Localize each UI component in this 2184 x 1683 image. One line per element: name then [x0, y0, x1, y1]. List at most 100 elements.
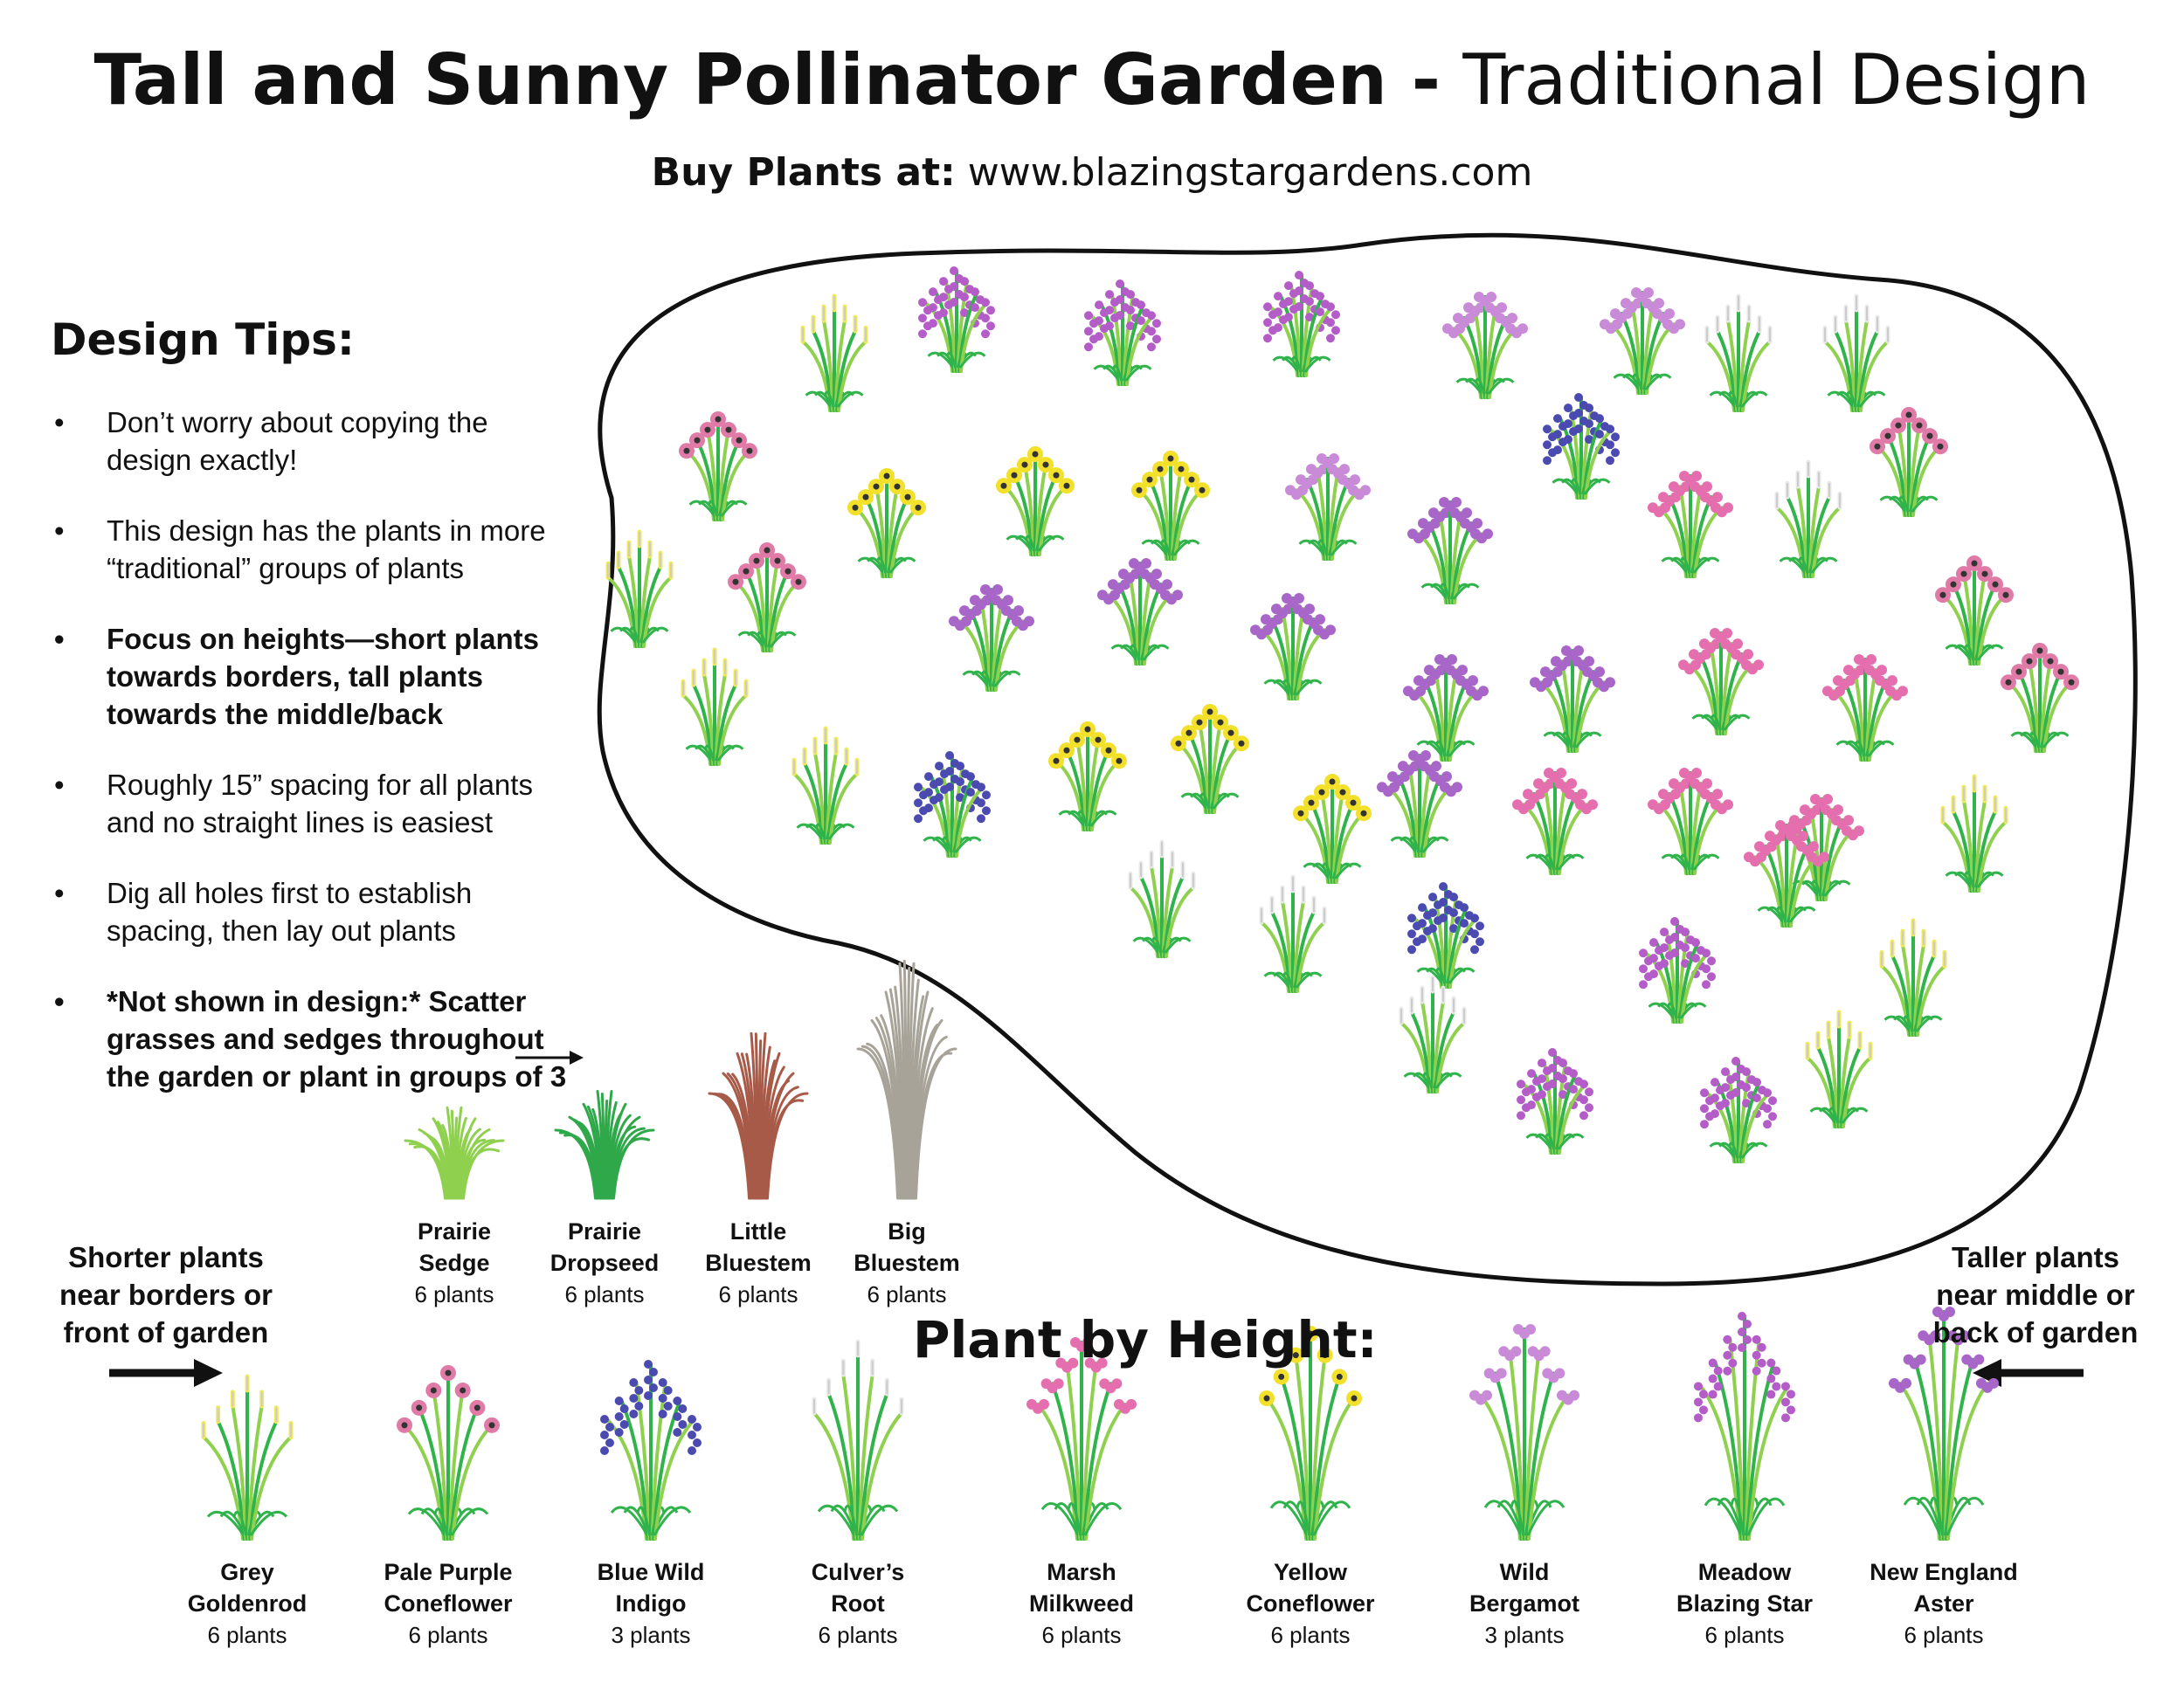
flower-center	[795, 578, 802, 585]
plant-leaf	[1727, 1142, 1739, 1159]
flower-center	[1178, 466, 1185, 472]
flower-head	[1003, 595, 1013, 606]
flower-bud	[1470, 914, 1479, 923]
flower-head	[1808, 841, 1819, 852]
flower-center	[401, 1422, 408, 1429]
flower-head	[1325, 624, 1336, 636]
grass-count: 6 plants	[564, 1281, 645, 1307]
flower-head	[1096, 1357, 1108, 1369]
blazing-star-icon	[1084, 279, 1161, 386]
flower-bud	[1595, 414, 1604, 424]
flower-bud	[1752, 1366, 1761, 1376]
plant-name: Coneflower	[1246, 1590, 1375, 1617]
flower-bud	[693, 1423, 702, 1431]
flower-bud	[1564, 435, 1572, 445]
flower-center	[2026, 658, 2033, 665]
flower-center	[1895, 422, 1902, 429]
flower-bud	[1579, 1079, 1588, 1089]
flower-bud	[1476, 921, 1484, 931]
plant-stem	[1065, 1361, 1082, 1541]
flower-head	[1304, 604, 1315, 615]
plant-leaf	[1788, 906, 1816, 923]
grass-name: Bluestem	[854, 1250, 960, 1276]
flower-bud	[658, 1410, 667, 1418]
flower-bud	[1711, 1109, 1719, 1119]
flower-bud	[1137, 316, 1145, 326]
title-main: Tall and Sunny Pollinator Garden -	[93, 39, 1441, 121]
flower-center	[715, 416, 722, 423]
plant-leaf	[1692, 556, 1720, 574]
plant-leaf	[1963, 644, 1975, 661]
flower-bud	[1787, 1390, 1795, 1399]
plant-leaf	[1199, 792, 1211, 810]
flower-head	[1930, 1330, 1941, 1342]
flower-head	[1833, 804, 1843, 816]
flower-bud	[1084, 327, 1093, 336]
plant-stem	[1165, 886, 1195, 958]
plant-leaf	[1644, 373, 1672, 390]
milkweed-icon	[1648, 471, 1733, 578]
design-tip-item: Focus on heights—short plants towards bo…	[51, 620, 575, 733]
indigo-icon	[914, 751, 991, 858]
flower-center	[430, 1387, 437, 1394]
plant-name: Culver’s	[811, 1559, 905, 1585]
flower-bud	[977, 783, 985, 792]
taller-note-line: Taller plants	[1952, 1241, 2119, 1273]
flower-bud	[1517, 1095, 1525, 1105]
flower-center	[1000, 482, 1007, 489]
flower-head	[1053, 1378, 1064, 1390]
flower-bud	[956, 762, 964, 771]
plant-leaf	[1089, 810, 1117, 827]
flower-bud	[1449, 893, 1458, 902]
flower-bud	[971, 287, 979, 297]
flower-center	[1206, 708, 1213, 715]
flower-bud	[1274, 292, 1282, 301]
flower-bud	[1326, 302, 1335, 312]
plant-stem	[1744, 1337, 1761, 1541]
flower-head	[1510, 1346, 1522, 1357]
flower-bud	[1553, 430, 1562, 439]
flower-bud	[619, 1404, 629, 1413]
flower-head	[1141, 558, 1151, 569]
flower-bud	[1606, 440, 1614, 450]
plant-name: Aster	[1913, 1590, 1974, 1617]
plant-stem	[1303, 294, 1324, 377]
plant-leaf	[945, 351, 957, 369]
flower-head	[1420, 750, 1431, 761]
flower-bud	[1787, 1405, 1795, 1415]
blazing-star-icon	[1263, 271, 1340, 377]
flower-head	[1024, 616, 1034, 627]
grass-blade	[915, 1047, 957, 1200]
flower-bud	[1548, 1079, 1557, 1088]
plant-leaf	[1142, 936, 1161, 954]
flower-center	[1084, 726, 1091, 733]
plant-leaf	[747, 631, 766, 648]
flower-bud	[1418, 919, 1427, 928]
flower-center	[1011, 472, 1018, 479]
plant-leaf	[2020, 731, 2039, 748]
flower-bud	[982, 790, 991, 800]
plant-stem	[1927, 1334, 1945, 1541]
flower-center	[852, 504, 859, 511]
flower-bud	[634, 1386, 644, 1395]
design-tips-heading: Design Tips:	[51, 314, 355, 365]
flower-bud	[956, 777, 964, 787]
flower-bud	[1731, 1057, 1740, 1066]
flower-bud	[1713, 1382, 1723, 1391]
flower-center	[683, 447, 690, 454]
flower-center	[1185, 729, 1192, 736]
plant-leaf	[1421, 836, 1449, 853]
plant-leaf	[1710, 714, 1722, 731]
website-link[interactable]: www.blazingstargardens.com	[967, 150, 1533, 195]
plant-name: Milkweed	[1028, 1590, 1135, 1617]
flower-bud	[1305, 313, 1314, 322]
plant-name: Marsh	[1047, 1559, 1116, 1585]
plant-leaf	[1801, 879, 1821, 897]
flower-head	[1753, 659, 1764, 671]
plant-stem	[835, 329, 857, 412]
flower-bud	[1585, 419, 1593, 429]
plant-leaf	[1954, 644, 1973, 661]
flower-bud	[1713, 1366, 1723, 1376]
